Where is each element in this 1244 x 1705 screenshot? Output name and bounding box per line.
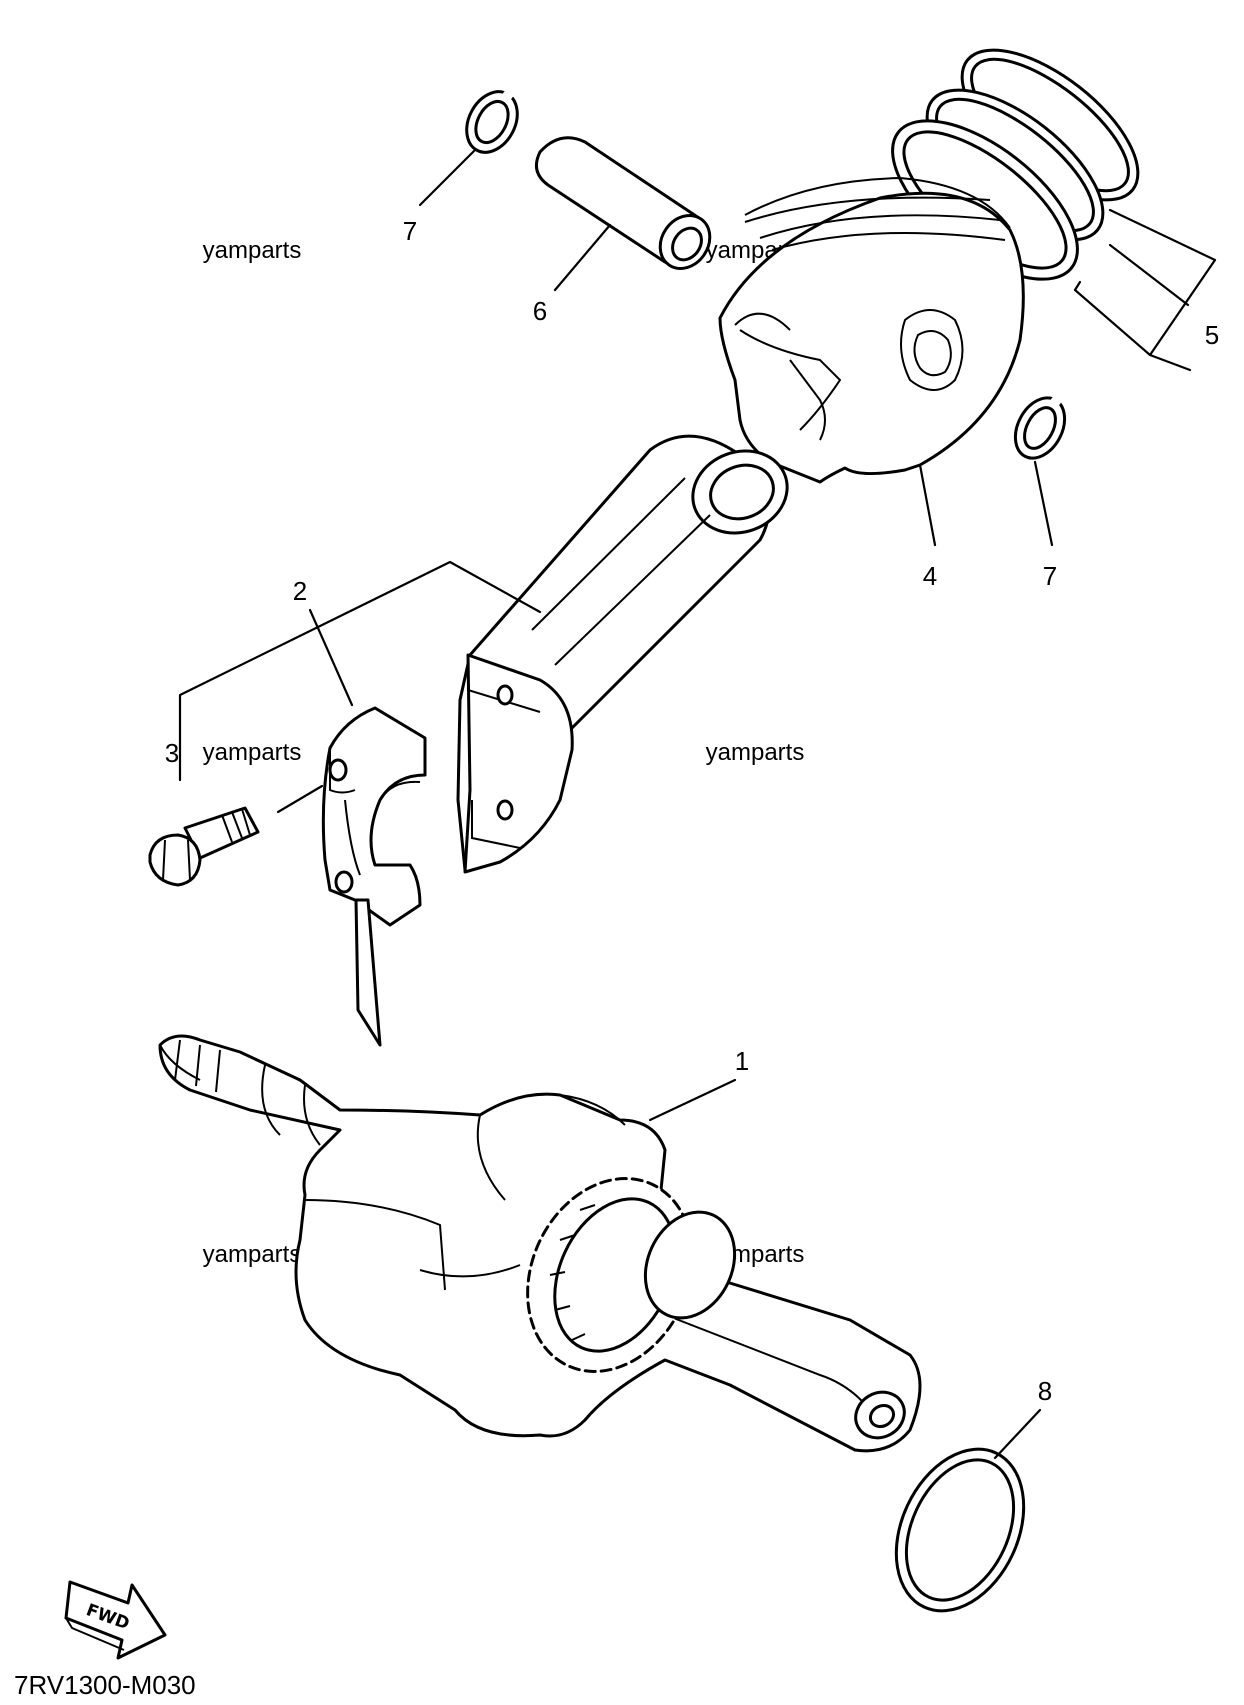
cap-pointer xyxy=(354,898,382,1047)
leader-4 xyxy=(918,463,937,547)
circlip-top xyxy=(465,89,519,154)
watermark-bottom-left: yamparts xyxy=(203,1241,302,1268)
callout-2: 2 xyxy=(293,576,307,606)
bracket-3 xyxy=(178,560,542,722)
watermark-mid-left: yamparts xyxy=(203,739,302,766)
callout-8: 8 xyxy=(1038,1376,1052,1406)
leader-7-right xyxy=(1033,460,1054,547)
callout-5: 5 xyxy=(1205,320,1219,350)
washer xyxy=(894,1447,1026,1613)
callout-6: 6 xyxy=(533,296,547,326)
watermark-mid-right: yamparts xyxy=(706,739,805,766)
rings-bracket xyxy=(1073,208,1217,372)
callout-4: 4 xyxy=(923,561,937,591)
fwd-arrow-icon: FWD xyxy=(64,1580,167,1660)
callout-7-top: 7 xyxy=(403,216,417,246)
watermark-top-left: yamparts xyxy=(203,237,302,264)
rod-cap xyxy=(321,706,427,927)
piston-pin xyxy=(534,136,712,270)
leader-1 xyxy=(648,1078,737,1122)
circlip-right xyxy=(1013,395,1067,460)
leader-6 xyxy=(553,223,612,292)
diagram-code: 7RV1300-M030 xyxy=(14,1670,196,1700)
leader-7-top xyxy=(418,148,477,207)
callout-3: 3 xyxy=(165,738,179,768)
leader-8 xyxy=(993,1408,1042,1460)
crankshaft-gears xyxy=(526,1177,737,1373)
connecting-rod xyxy=(456,434,789,874)
leader-2 xyxy=(308,608,354,707)
piston xyxy=(718,176,1025,484)
rod-bolt xyxy=(148,784,324,887)
callout-7-right: 7 xyxy=(1043,561,1057,591)
callout-1: 1 xyxy=(735,1046,749,1076)
